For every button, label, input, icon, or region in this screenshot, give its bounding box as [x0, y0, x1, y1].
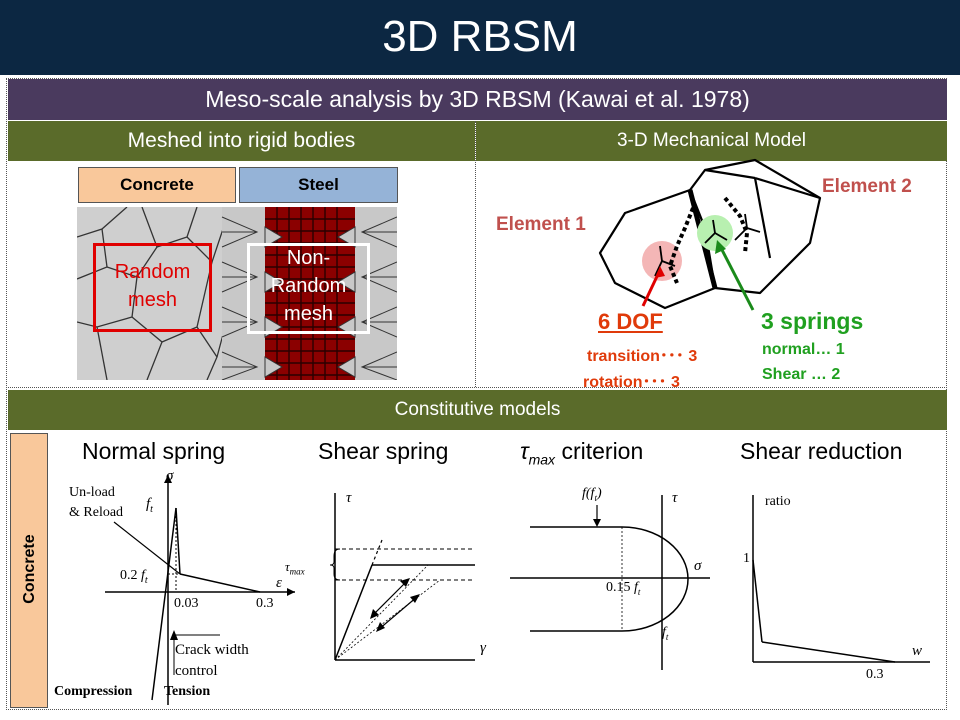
mesh-illustration — [77, 207, 397, 380]
criterion-015-label: 0.15 ft — [606, 580, 641, 597]
steel-label-box: Steel — [239, 167, 398, 203]
right-panel-header: 3-D Mechanical Model — [476, 121, 947, 161]
dof-title: 6 DOF — [598, 309, 663, 334]
crack-width-label: Crack width control — [175, 642, 249, 679]
criterion-tau-label: τ — [672, 490, 678, 506]
normal-003-label: 0.03 — [174, 596, 199, 611]
springs-line1: normal… 1 — [762, 341, 845, 358]
unload-label: Un-load & Reload — [69, 485, 124, 520]
criterion-fft-label: f(ft) — [582, 486, 602, 503]
normal-eps-label: ε — [276, 575, 282, 591]
normal-sigma-label: σ — [166, 468, 174, 484]
compression-label: Compression — [54, 684, 133, 699]
ft02-label: 0.2 ft — [120, 568, 148, 586]
left-panel-header: Meshed into rigid bodies — [8, 121, 475, 161]
shear-gamma-label: γ — [480, 640, 486, 656]
reduction-w-label: w — [912, 643, 923, 659]
mechanical-model-diagram — [598, 158, 822, 311]
shear-reduction-chart — [752, 495, 930, 663]
concrete-label-box: Concrete — [78, 167, 236, 203]
criterion-sigma-label: σ — [694, 558, 702, 574]
tension-label: Tension — [164, 684, 211, 699]
shear-spring-title: Shear spring — [318, 438, 449, 464]
concrete-side-bar — [10, 433, 48, 708]
random-mesh-box — [93, 243, 212, 332]
column-divider — [475, 121, 476, 387]
title-bar — [0, 0, 960, 75]
reduction-03-label: 0.3 — [866, 667, 884, 682]
normal-ft-label: ft — [146, 496, 153, 515]
random-mesh-label: Random mesh — [114, 261, 191, 311]
nonrandom-mesh-box — [247, 243, 370, 334]
nonrandom-mesh-label: Non- Random mesh — [270, 247, 347, 325]
normal-03-label: 0.3 — [256, 596, 274, 611]
normal-spring-chart — [105, 475, 295, 705]
element-2-label: Element 2 — [822, 176, 912, 197]
shear-reduction-title: Shear reduction — [740, 438, 903, 464]
reduction-ratio-label: ratio — [765, 494, 791, 509]
dof-line2: rotation･･･ 3 — [583, 374, 680, 391]
shear-taumax-label: τmax — [285, 559, 305, 577]
constitutive-header: Constitutive models — [8, 390, 947, 430]
section-divider — [8, 387, 947, 388]
criterion-title: τmax criterion — [520, 438, 644, 468]
reduction-one-label: 1 — [743, 551, 750, 566]
concrete-side-label: Concrete — [21, 534, 38, 604]
section-header: Meso-scale analysis by 3D RBSM (Kawai et… — [8, 79, 947, 120]
page-title: 3D RBSM — [382, 12, 578, 61]
element-1-label: Element 1 — [496, 214, 586, 235]
criterion-chart — [510, 495, 710, 670]
normal-spring-title: Normal spring — [82, 438, 226, 464]
dof-line1: transition･･･ 3 — [587, 348, 698, 365]
shear-spring-chart — [329, 493, 475, 661]
criterion-ft-label: ft — [662, 625, 669, 642]
shear-tau-label: τ — [346, 490, 352, 506]
springs-line2: Shear … 2 — [762, 366, 841, 383]
springs-title: 3 springs — [761, 308, 864, 334]
